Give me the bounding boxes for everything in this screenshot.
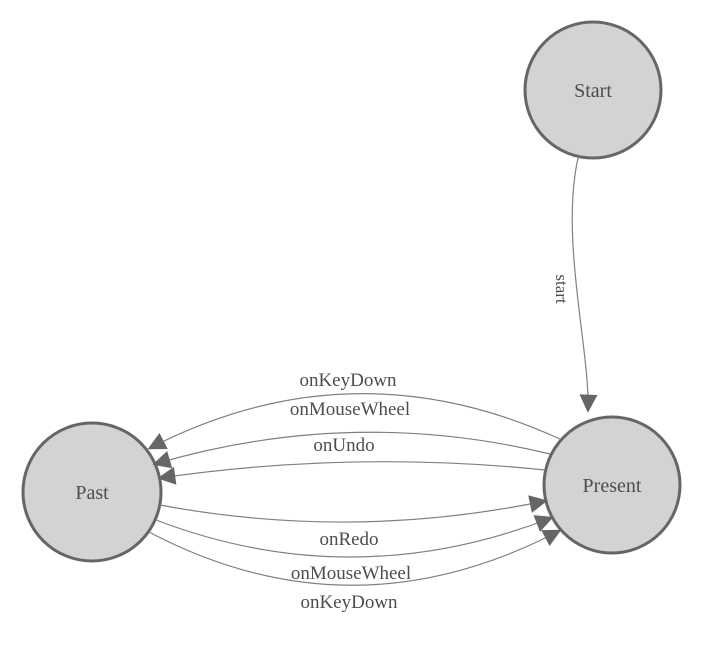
state-node-past-label: Past — [75, 482, 109, 504]
edge-label-onkeydown-bottom: onKeyDown — [300, 592, 398, 613]
edge-label-onmousewheel-bottom: onMouseWheel — [291, 563, 411, 584]
edge-label-start: start — [552, 274, 571, 304]
state-node-start: Start — [523, 20, 663, 160]
edge-past-to-present-onmousewheel-line — [155, 515, 554, 558]
edge-present-to-past-onundo-line — [157, 461, 546, 485]
state-node-start-label: Start — [574, 80, 612, 102]
edge-past-to-present-onmousewheel: onMouseWheel — [155, 515, 554, 584]
edge-past-to-present-onredo: onRedo — [159, 495, 548, 550]
edge-present-to-past-onmousewheel-line — [152, 431, 551, 469]
state-node-past: Past — [21, 421, 163, 563]
edge-present-to-past-onkeydown: onKeyDown — [147, 370, 561, 450]
edge-present-to-past-onundo: onUndo — [157, 435, 546, 485]
state-node-start-circle — [523, 20, 663, 160]
state-node-past-circle — [21, 421, 163, 563]
edge-start-to-present: start — [552, 157, 598, 413]
edge-start-to-present-line — [571, 157, 598, 413]
edge-label-onmousewheel-top: onMouseWheel — [290, 399, 410, 420]
edge-present-to-past-onmousewheel: onMouseWheel — [152, 399, 551, 469]
edge-past-to-present-onkeydown-line — [148, 529, 562, 586]
edge-label-onundo: onUndo — [313, 435, 374, 456]
state-node-present-circle — [542, 415, 682, 555]
state-node-present-label: Present — [583, 475, 642, 497]
edge-past-to-present-onredo-line — [159, 495, 548, 523]
state-node-present: Present — [542, 415, 682, 555]
edge-past-to-present-onkeydown: onKeyDown — [148, 529, 562, 613]
edge-label-onkeydown-top: onKeyDown — [299, 370, 397, 391]
edge-present-to-past-onkeydown-line — [147, 393, 561, 450]
edge-label-onredo: onRedo — [319, 529, 378, 550]
